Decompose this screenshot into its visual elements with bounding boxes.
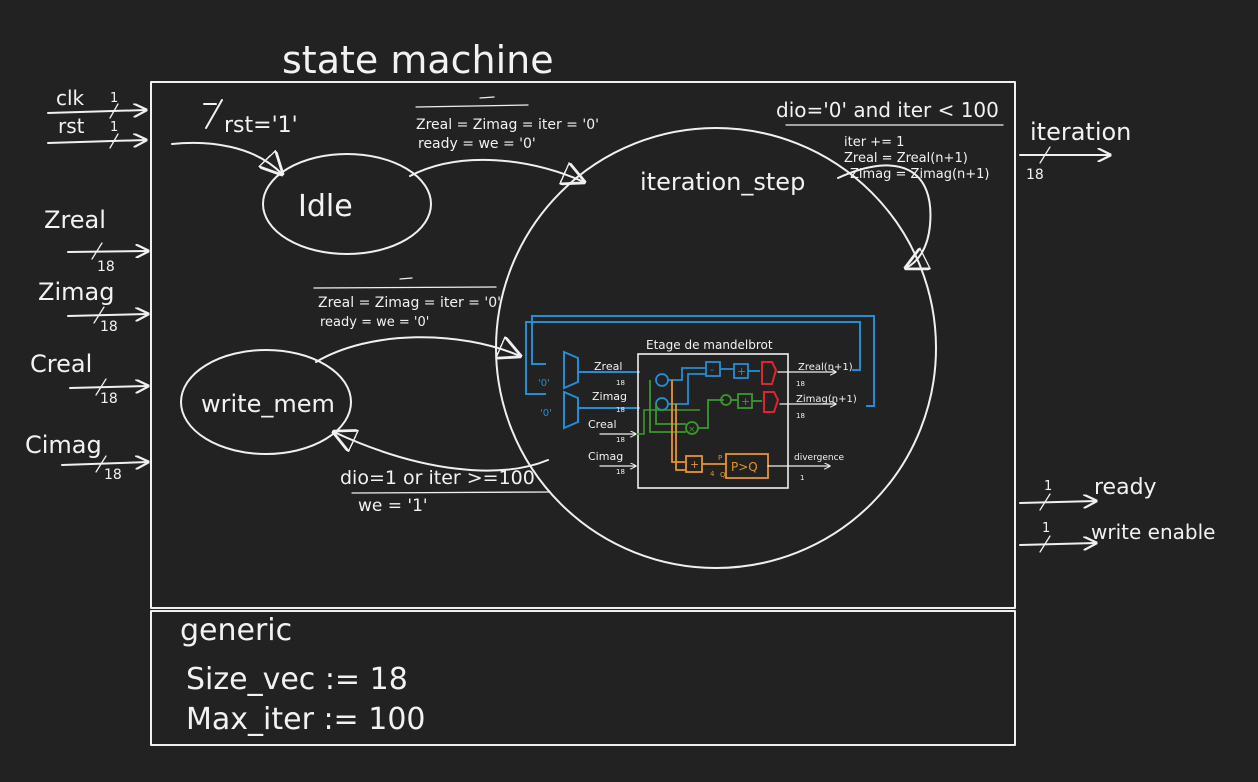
output-iteration: iteration 18 (1019, 118, 1131, 183)
transition-iteration-to-write: dio=1 or iter >=100 we = '1' (334, 432, 551, 516)
state-iteration-step-label: iteration_step (640, 168, 805, 196)
mux-zreal (563, 350, 579, 390)
register-zimag (763, 391, 780, 413)
transition-self-loop: dio='0' and iter < 100 iter += 1 Zreal =… (776, 98, 1004, 268)
stage-w-out-zreal: 18 (796, 380, 805, 388)
stage-in-zreal: Zreal (594, 360, 622, 373)
input-clk: clk 1 (47, 86, 146, 119)
stage-w-creal: 18 (616, 436, 625, 444)
mult-zreal-icon (655, 373, 669, 387)
op-minus-symbol: - (710, 363, 714, 376)
op-plus-imag-symbol: + (741, 395, 750, 408)
transition-idle-to-iteration: Zreal = Zimag = iter = '0' ready = we = … (409, 96, 599, 182)
stage-title: Etage de mandelbrot (646, 338, 773, 352)
iter-to-write-action: we = '1' (358, 496, 428, 516)
stage-out-divergence: divergence (794, 453, 845, 463)
input-zreal-width: 18 (97, 259, 115, 275)
generic-box (150, 610, 1016, 746)
comparator-q: Q (720, 471, 726, 479)
stage-out-zimag: Zimag(n+1) (796, 394, 857, 405)
self-loop-action2: Zreal = Zreal(n+1) (844, 151, 968, 166)
input-clk-width: 1 (110, 91, 118, 106)
input-cimag-label: Cimag (25, 431, 102, 459)
stage-w-out-zimag: 18 (796, 412, 805, 420)
stage-w-divergence: 1 (800, 474, 804, 482)
transition-write-to-iteration: Zreal = Zimag = iter = '0' ready = we = … (313, 277, 520, 363)
input-rst: rst 1 (47, 114, 146, 149)
output-write-enable-label: write enable (1091, 520, 1215, 544)
output-write-enable-width: 1 (1042, 521, 1050, 536)
stage-in-creal: Creal (588, 418, 617, 431)
op-plus-real-symbol: + (737, 365, 746, 378)
input-zreal: Zreal 18 (44, 206, 148, 275)
generic-size-vec: Size_vec := 18 (186, 662, 408, 697)
stage-w-zimag: 18 (616, 406, 625, 414)
comparator-p: P (718, 454, 722, 462)
self-loop-condition: dio='0' and iter < 100 (776, 98, 999, 122)
generic-max-iter: Max_iter := 100 (186, 702, 426, 737)
generic-section: generic Size_vec := 18 Max_iter := 100 (180, 613, 426, 737)
input-creal: Creal 18 (30, 350, 148, 407)
mux-zero-a: '0' (538, 378, 550, 389)
output-ready-width: 1 (1044, 479, 1052, 494)
comparator-width: 4 (710, 470, 715, 478)
output-ready: ready 1 (1019, 475, 1157, 511)
register-zreal (761, 361, 778, 385)
mandelbrot-stage: '0' '0' Etage de mandelbrot Zreal Zimag … (525, 315, 875, 489)
input-zimag: Zimag 18 (38, 278, 148, 335)
output-iteration-label: iteration (1030, 118, 1131, 146)
generic-heading: generic (180, 613, 292, 648)
output-iteration-width: 18 (1026, 167, 1044, 183)
idle-to-iter-action2: ready = we = '0' (418, 136, 536, 152)
state-write-mem-label: write_mem (201, 390, 335, 418)
input-zreal-label: Zreal (44, 206, 106, 234)
idle-to-iter-action1: Zreal = Zimag = iter = '0' (416, 117, 599, 133)
mux-zimag (563, 390, 579, 430)
mult-cross-symbol: × (688, 425, 696, 435)
write-to-iter-action2: ready = we = '0' (320, 315, 429, 330)
input-rst-width: 1 (110, 120, 118, 135)
op-plus-magnitude-symbol: + (690, 458, 699, 471)
comparator-label: P>Q (731, 460, 758, 474)
input-rst-label: rst (58, 114, 85, 138)
input-clk-label: clk (56, 86, 85, 110)
input-creal-width: 18 (100, 391, 118, 407)
self-loop-action3: Zimag = Zimag(n+1) (850, 167, 990, 182)
state-idle: Idle (262, 153, 432, 255)
stage-w-cimag: 18 (616, 468, 625, 476)
iter-to-write-condition: dio=1 or iter >=100 (340, 467, 535, 489)
mux-zero-b: '0' (540, 408, 552, 419)
state-machine-box (150, 81, 1016, 609)
mult-zimag-icon (655, 397, 669, 411)
self-loop-action1: iter += 1 (844, 135, 904, 150)
write-to-iter-action1: Zreal = Zimag = iter = '0' (318, 295, 501, 311)
input-zimag-label: Zimag (38, 278, 114, 306)
input-zimag-width: 18 (100, 319, 118, 335)
output-ready-label: ready (1094, 475, 1157, 500)
input-cimag-width: 18 (104, 467, 122, 483)
state-idle-label: Idle (298, 189, 353, 224)
input-creal-label: Creal (30, 350, 92, 378)
stage-in-zimag: Zimag (592, 390, 627, 403)
output-write-enable: write enable 1 (1019, 520, 1215, 553)
diagram-title: state machine (282, 38, 554, 82)
stage-out-zreal: Zreal(n+1) (798, 362, 853, 373)
stage-w-zreal: 18 (616, 379, 625, 387)
state-write-mem: write_mem (180, 349, 352, 455)
input-cimag: Cimag 18 (25, 431, 148, 483)
reset-condition: rst='1' (224, 113, 298, 138)
reset-transition: rst='1' (171, 99, 298, 174)
stage-in-cimag: Cimag (588, 450, 623, 463)
